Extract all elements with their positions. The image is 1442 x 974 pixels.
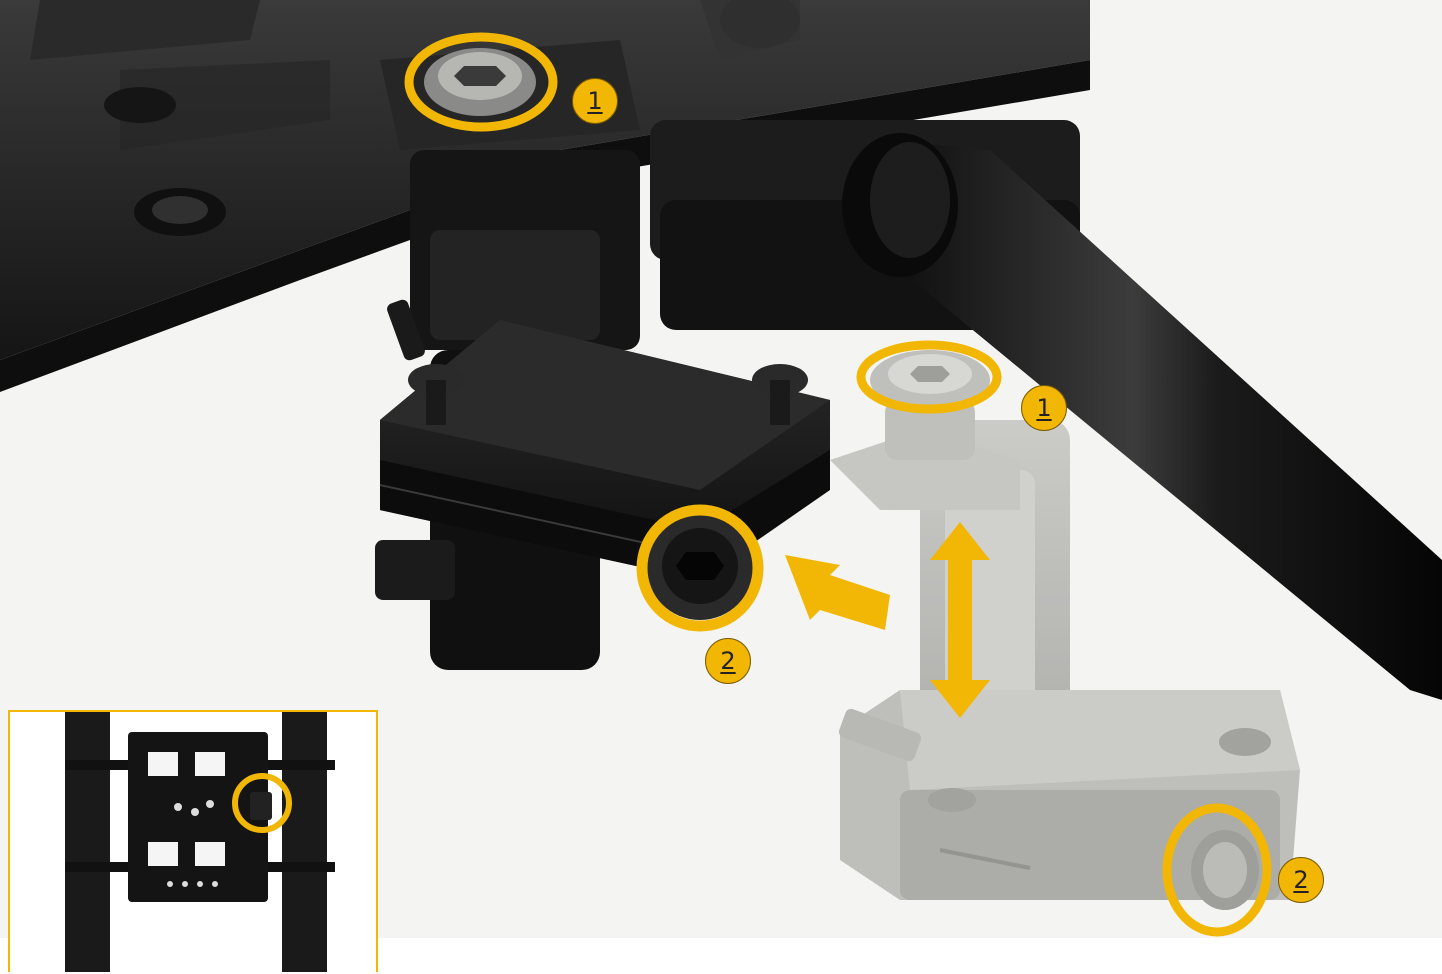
- ring-ghost-top-screw: [856, 340, 1002, 414]
- overview-inset: [8, 710, 378, 972]
- callout-2-ghost-screw: 2: [1278, 857, 1324, 903]
- ring-ghost-front-screw: [1162, 803, 1272, 937]
- rod: [842, 133, 1442, 700]
- callout-1-ghost-screw: 1: [1021, 385, 1067, 431]
- plate-screw: [424, 0, 800, 116]
- callout-2-front-screw: 2: [705, 638, 751, 684]
- ring-front-screw: [636, 504, 764, 632]
- ring-plate-screw: [404, 32, 558, 132]
- black-clamp: [375, 299, 830, 670]
- product-photo: [0, 0, 1442, 938]
- accent-rings: [404, 32, 1272, 937]
- rig-overview-illustration: [65, 712, 335, 972]
- double-arrow-vertical-icon: [930, 522, 990, 718]
- mount-illustration: [0, 0, 1442, 937]
- arrow-up-left-icon: [785, 555, 890, 630]
- callout-1-plate-screw: 1: [572, 78, 618, 124]
